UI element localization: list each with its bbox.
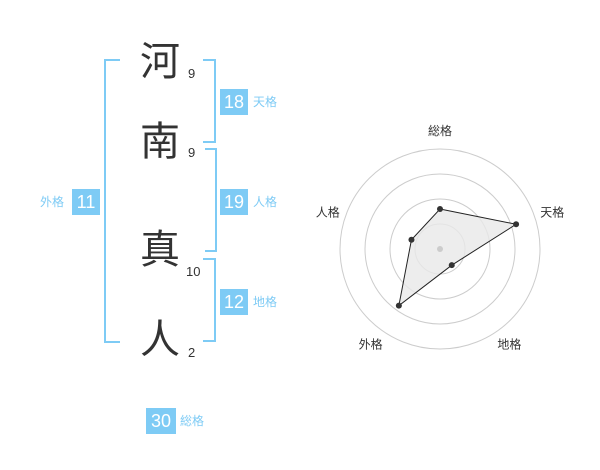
chikaku-bracket [203,258,216,342]
gaikaku-bracket [104,59,120,343]
tenkaku-label: 天格 [253,95,278,109]
tenkaku-bracket [203,59,216,143]
radar-area [398,208,518,307]
name-char-3: 真 [140,227,180,273]
radar-ring-3 [364,173,516,325]
stroke-count-3: 10 [186,264,201,279]
gaikaku-label: 外格 [40,195,65,209]
stroke-count-1: 9 [188,66,196,81]
radar-axis-label-5: 人格 [316,205,340,220]
jinkaku-label: 人格 [253,195,278,209]
gaikaku-badge: 11 [72,189,100,215]
stroke-count-4: 2 [188,345,196,360]
radar-axis-label-1: 総格 [428,123,452,138]
tenkaku-badge: 18 [220,89,248,115]
chikaku-label: 地格 [253,295,278,309]
radar-axis-label-4: 外格 [359,336,383,351]
radar-point-2 [513,221,520,228]
radar-point-4 [395,302,402,309]
radar-point-1 [437,206,443,212]
name-char-1: 河 [140,39,180,85]
radar-ring-4 [339,148,541,350]
radar-point-3 [448,262,455,269]
stroke-count-2: 9 [188,145,196,160]
radar-center [437,246,443,252]
radar-axis-label-3: 地格 [497,336,521,351]
soukaku-badge: 30 [146,408,176,434]
name-char-2: 南 [140,119,180,165]
radar-ring-2 [389,198,491,300]
chikaku-badge: 12 [220,289,248,315]
jinkaku-badge: 19 [220,189,248,215]
soukaku-label: 総格 [180,414,205,428]
jinkaku-bracket [205,148,217,252]
radar-point-5 [408,236,415,243]
radar-axis-label-2: 天格 [540,205,564,220]
name-char-4: 人 [140,317,180,363]
